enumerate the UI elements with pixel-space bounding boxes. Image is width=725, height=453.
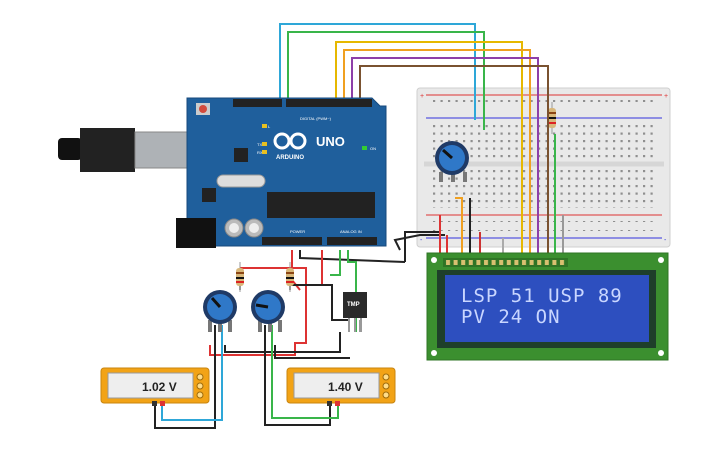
reset-button[interactable] — [199, 105, 207, 113]
svg-text:+: + — [420, 93, 424, 100]
arduino-brand: ARDUINO — [276, 155, 304, 161]
svg-text:+: + — [664, 93, 668, 100]
lcd-line-1: LSP 51 USP 89 — [461, 285, 623, 307]
potentiometer-usp[interactable] — [251, 290, 285, 332]
arduino-uno-board[interactable]: ARDUINO UNO DIGITAL (PWM~) L TX RX ON PO… — [58, 97, 387, 248]
multimeter-1-reading: 1.02 V — [142, 380, 177, 394]
l-led-label: L — [268, 124, 271, 129]
usb-cable[interactable] — [58, 138, 82, 160]
tx-label: TX — [257, 142, 262, 147]
multimeter-2[interactable]: 1.40 V — [286, 367, 396, 406]
sensor-label: TMP — [347, 302, 360, 308]
analog-label: ANALOG IN — [340, 229, 362, 234]
svg-text:-: - — [420, 237, 423, 244]
power-jack — [176, 218, 216, 248]
arduino-logo — [273, 132, 307, 150]
board-model: UNO — [316, 134, 345, 149]
lcd-pin-header — [443, 258, 568, 267]
rx-label: RX — [257, 150, 263, 155]
multimeter-2-reading: 1.40 V — [328, 380, 363, 394]
svg-text:-: - — [664, 237, 667, 244]
power-label: POWER — [290, 229, 305, 234]
lcd-display[interactable]: LSP 51 USP 89 PV 24 ON — [426, 252, 669, 361]
breadboard[interactable]: + + - - — [416, 87, 671, 248]
potentiometer-lsp[interactable] — [203, 290, 237, 332]
resistor-left[interactable] — [236, 262, 244, 292]
breadboard-resistor[interactable] — [548, 102, 556, 134]
digital-label: DIGITAL (PWM~) — [300, 116, 332, 121]
atmega-chip — [267, 192, 375, 218]
multimeter-1[interactable]: 1.02 V — [100, 367, 210, 406]
temperature-sensor[interactable]: TMP — [343, 292, 367, 332]
on-label: ON — [370, 146, 376, 151]
resistor-right[interactable] — [286, 262, 294, 292]
lcd-line-2: PV 24 ON — [461, 306, 561, 328]
contrast-potentiometer[interactable] — [435, 141, 469, 182]
